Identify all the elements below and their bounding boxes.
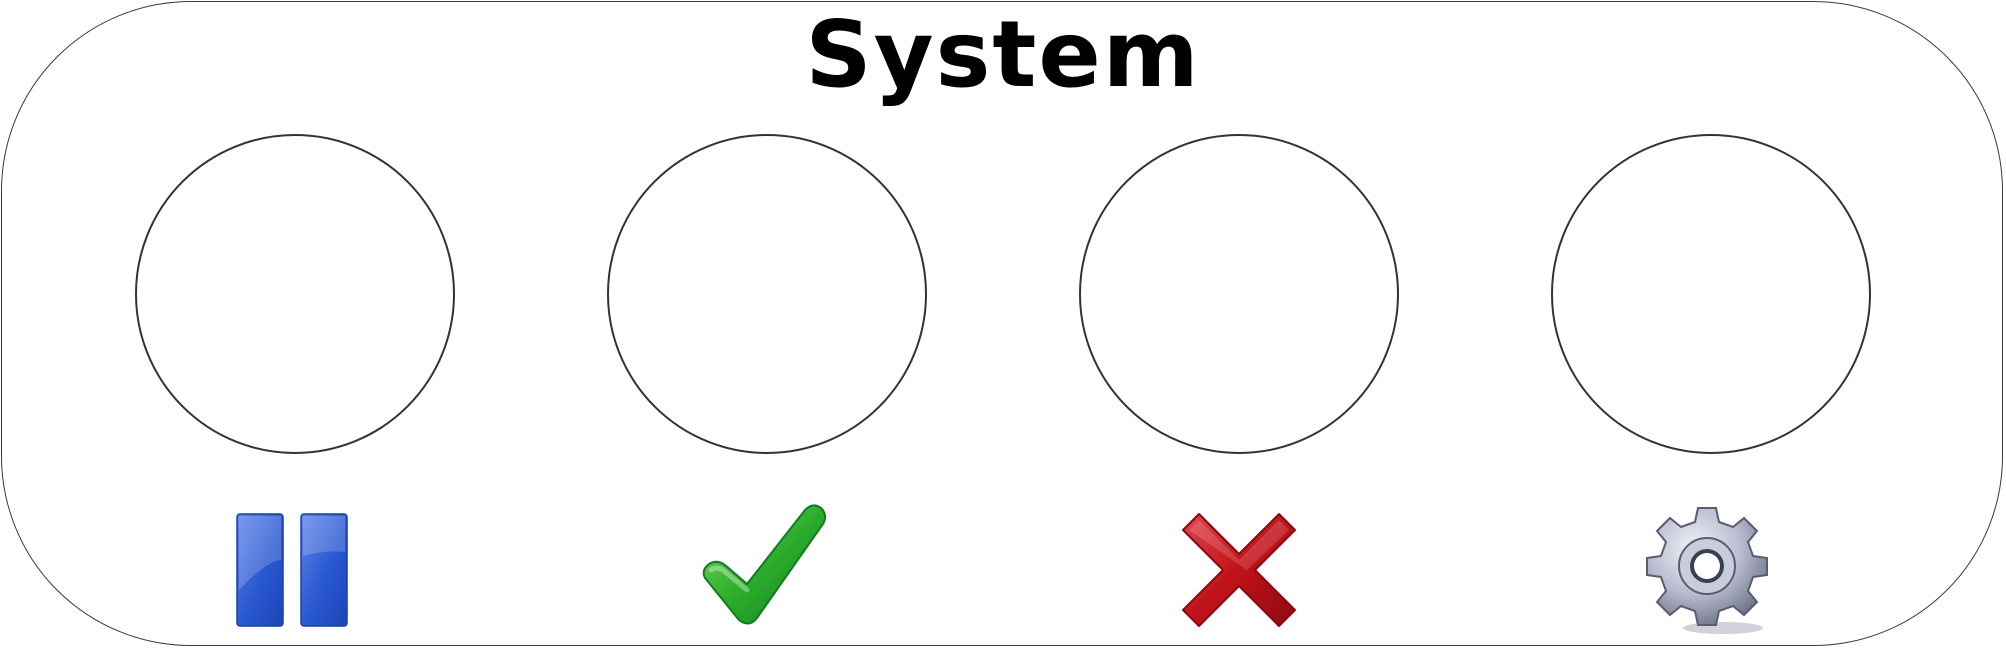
- check-slot[interactable]: [607, 134, 927, 454]
- pause-slot[interactable]: [135, 134, 455, 454]
- close-slot[interactable]: [1079, 134, 1399, 454]
- gear-icon[interactable]: [1641, 500, 1781, 640]
- close-icon[interactable]: [1169, 500, 1309, 640]
- panel-title: System: [805, 1, 1201, 108]
- pause-icon[interactable]: [225, 500, 365, 640]
- settings-slot[interactable]: [1551, 134, 1871, 454]
- check-icon[interactable]: [697, 500, 837, 640]
